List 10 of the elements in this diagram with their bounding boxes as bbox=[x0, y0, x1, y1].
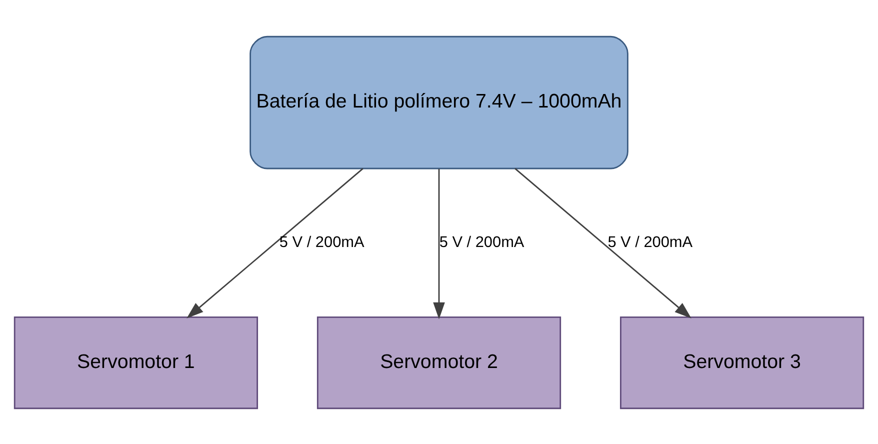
arrow bbox=[186, 168, 364, 318]
node-box: Servomotor 1 bbox=[14, 316, 258, 409]
node-box: Batería de Litio polímero 7.4V – 1000mAh bbox=[250, 35, 628, 169]
arrow bbox=[433, 168, 445, 319]
arrow bbox=[514, 168, 692, 318]
edge-label: 5 V / 200mA bbox=[279, 233, 364, 250]
node-box: Servomotor 3 bbox=[620, 316, 864, 409]
edge-label: 5 V / 200mA bbox=[439, 233, 524, 250]
edge-label: 5 V / 200mA bbox=[608, 233, 693, 250]
node-box: Servomotor 2 bbox=[316, 316, 562, 409]
